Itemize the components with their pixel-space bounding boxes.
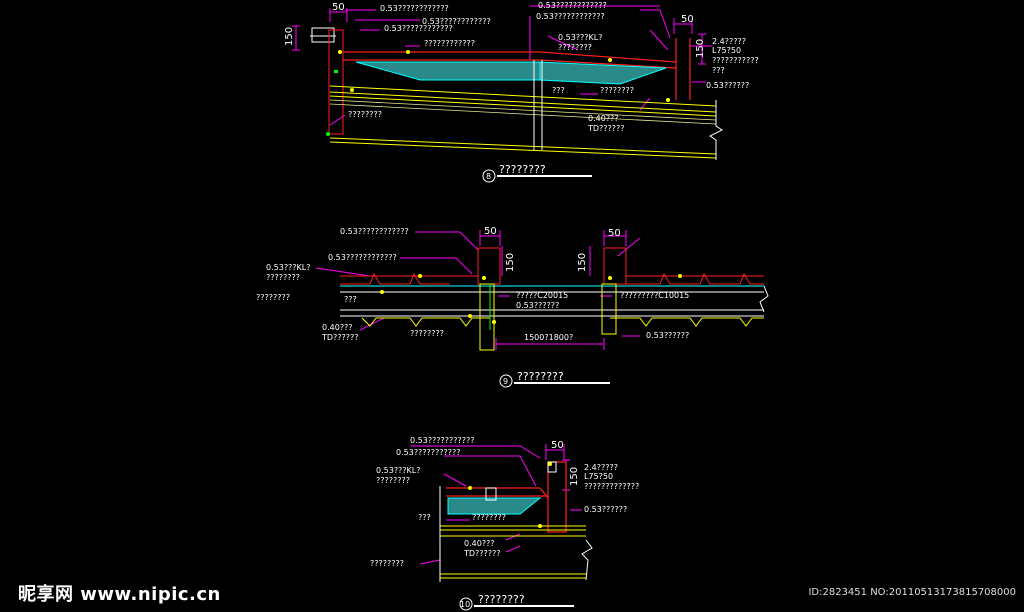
- d8-dim-50-left: 50: [332, 2, 345, 13]
- d9-label-12: ????????: [410, 329, 444, 338]
- d10-label-11: 0.40???: [464, 539, 495, 548]
- d9-label-7: ?????C20015: [516, 291, 568, 300]
- d8-label-3: 0.53????????????: [384, 24, 453, 33]
- d9-dim-50-left: 50: [484, 226, 497, 237]
- d8-title: ????????: [499, 163, 546, 176]
- d9-label-14: 0.53??????: [646, 331, 689, 340]
- d10-label-12: TD??????: [463, 549, 501, 558]
- d10-label-10: 0.53??????: [584, 505, 627, 514]
- d10-number: 10: [460, 600, 470, 609]
- d8-label-15: 0.40???: [588, 114, 619, 123]
- d8-number: 8: [486, 172, 491, 181]
- d8-label-13: ???: [552, 86, 565, 95]
- d8-label-1: 0.53????????????: [380, 4, 449, 13]
- d10-label-7: ?????????????: [584, 482, 639, 491]
- d8-label-2: 0.53????????????: [422, 17, 491, 26]
- d8-label-7: ????????: [558, 43, 592, 52]
- d10-label-3: 0.53???KL?: [376, 466, 421, 475]
- d8-dim-150-left: 150: [284, 27, 295, 46]
- d9-label-8: ?????????C10015: [620, 291, 689, 300]
- d8-dim-150-right: 150: [695, 39, 706, 58]
- d9-label-5: ????????: [256, 293, 290, 302]
- d8-label-4a: 0.53????????????: [538, 1, 607, 10]
- d9-label-2: 0.53????????????: [328, 253, 397, 262]
- d10-label-4: ????????: [376, 476, 410, 485]
- d8-label-14: ????????: [600, 86, 634, 95]
- d8-label-5: ????????????: [424, 39, 475, 48]
- watermark-logo: 昵享网 www.nipic.cn: [18, 584, 221, 605]
- d9-label-9: 0.53??????: [516, 301, 559, 310]
- d10-label-8: ???: [418, 513, 431, 522]
- d8-label-4b: 0.53????????????: [536, 12, 605, 21]
- d9-dim-50-right: 50: [608, 228, 621, 239]
- d10-label-5: 2.4?????: [584, 463, 618, 472]
- d8-label-6: 0.53???KL?: [558, 33, 603, 42]
- d8-label-8: 2.4?????: [712, 37, 746, 46]
- detail-10: 50 150 0.53??????????? 0.53??????????? 0…: [370, 436, 639, 611]
- d9-dim-150-left: 150: [505, 253, 516, 272]
- d8-dim-50-right: 50: [681, 14, 694, 25]
- watermark-id: ID:2823451 NO:20110513173815708000: [808, 587, 1016, 598]
- d9-dim-150-right: 150: [577, 253, 588, 272]
- d9-label-10: 0.40???: [322, 323, 353, 332]
- d10-label-9: ????????: [472, 513, 506, 522]
- d9-title: ????????: [517, 370, 564, 383]
- d8-label-12: 0.53??????: [706, 81, 749, 90]
- d10-title: ????????: [478, 593, 525, 606]
- d8-label-17: ????????: [348, 110, 382, 119]
- d8-label-10: ???????????: [712, 56, 759, 65]
- detail-9: 50 50 150 150 0.53???????????? 0.53?????…: [256, 226, 769, 388]
- d10-dim-150: 150: [569, 467, 580, 486]
- d10-label-2: 0.53???????????: [396, 448, 461, 457]
- d10-label-6: L75?50: [584, 472, 613, 481]
- d9-label-13: 1500?1800?: [524, 333, 573, 342]
- d8-label-16: TD??????: [587, 124, 625, 133]
- d10-label-13: ????????: [370, 559, 404, 568]
- d9-label-4: ????????: [266, 273, 300, 282]
- d9-label-1: 0.53????????????: [340, 227, 409, 236]
- d8-label-11: ???: [712, 66, 725, 75]
- d9-label-11: TD??????: [321, 333, 359, 342]
- d9-number: 9: [503, 377, 508, 386]
- d9-label-3: 0.53???KL?: [266, 263, 311, 272]
- d10-dim-50: 50: [551, 440, 564, 451]
- detail-8: 50 50 150 150 0.53???????????? 0.53?????…: [284, 1, 759, 183]
- d8-label-9: L75?50: [712, 46, 741, 55]
- d10-label-1: 0.53???????????: [410, 436, 475, 445]
- d9-label-6: ???: [344, 295, 357, 304]
